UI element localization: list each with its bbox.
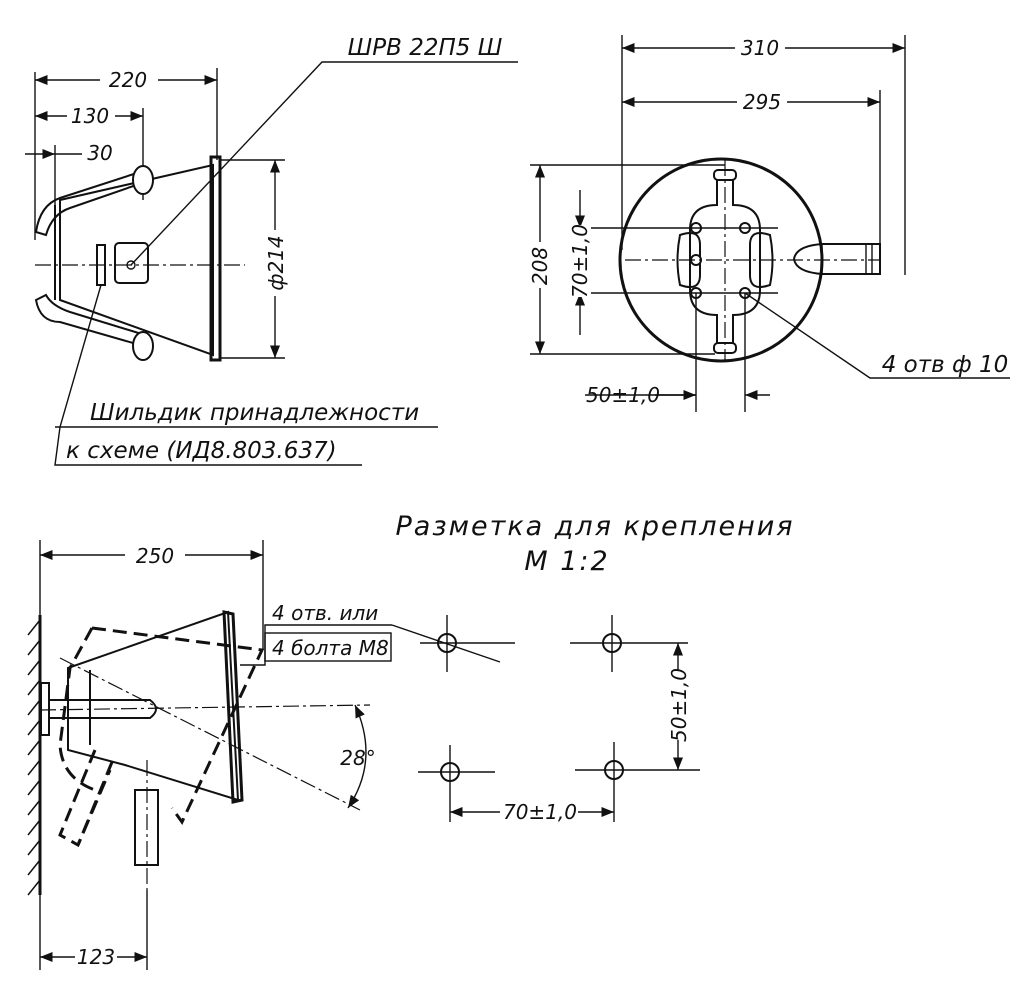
bracket-upper xyxy=(34,170,147,237)
wall-arm xyxy=(48,699,157,719)
lamp-body-mounted xyxy=(67,610,240,802)
connector-stub xyxy=(822,243,881,275)
marking-title: Разметка для крепления xyxy=(395,511,794,542)
mounted-view: 250 28° 4 отв. или 4 болта М8 123 xyxy=(27,540,392,970)
connector-housing xyxy=(114,242,149,284)
marking-scale: М 1:2 xyxy=(524,546,609,577)
dim-310-label: 310 xyxy=(741,36,779,60)
nameplate-label-line2: к схеме (ИД8.803.637) xyxy=(66,438,337,464)
rear-view: 310 295 208 xyxy=(528,35,1010,412)
dim-130-label: 130 xyxy=(71,104,109,128)
marking-dim-vertical-label: 50±1,0 xyxy=(667,668,691,742)
marking-layout: Разметка для крепления М 1:2 50±1,0 70±1… xyxy=(391,511,794,824)
side-view: 220 130 30 ф214 ШРВ 22П5 Ш xyxy=(25,35,518,466)
connector-leader xyxy=(130,61,518,266)
nameplate-label-line1: Шильдик принадлежности xyxy=(90,400,419,426)
dim-220-label: 220 xyxy=(109,68,147,92)
wall-plate xyxy=(40,682,50,736)
dim-30-label: 30 xyxy=(87,141,112,165)
dim-295-label: 295 xyxy=(743,90,781,114)
nameplate-leader xyxy=(54,284,362,466)
dim-250-label: 250 xyxy=(136,544,174,568)
fastener-label-line1: 4 отв. или xyxy=(272,601,378,625)
connector-label: ШРВ 22П5 Ш xyxy=(348,35,503,61)
dim-123-label: 123 xyxy=(77,945,115,969)
holes-leader xyxy=(744,292,1010,379)
dim-208-label: 208 xyxy=(528,247,552,285)
dim-angle-label: 28° xyxy=(340,746,375,770)
lamp-body xyxy=(59,163,214,357)
tilted-position-outline xyxy=(58,626,265,825)
front-rim xyxy=(209,155,222,362)
dim-70-label: 70±1,0 xyxy=(568,224,592,298)
dim-diameter-label: ф214 xyxy=(264,235,288,290)
holes-label: 4 отв ф 10 xyxy=(882,352,1009,378)
dim-50-label: 50±1,0 xyxy=(586,383,660,407)
marking-dim-horizontal-label: 70±1,0 xyxy=(503,800,577,824)
dim-angle-arc xyxy=(347,704,367,809)
fastener-label-line2: 4 болта М8 xyxy=(272,636,389,660)
